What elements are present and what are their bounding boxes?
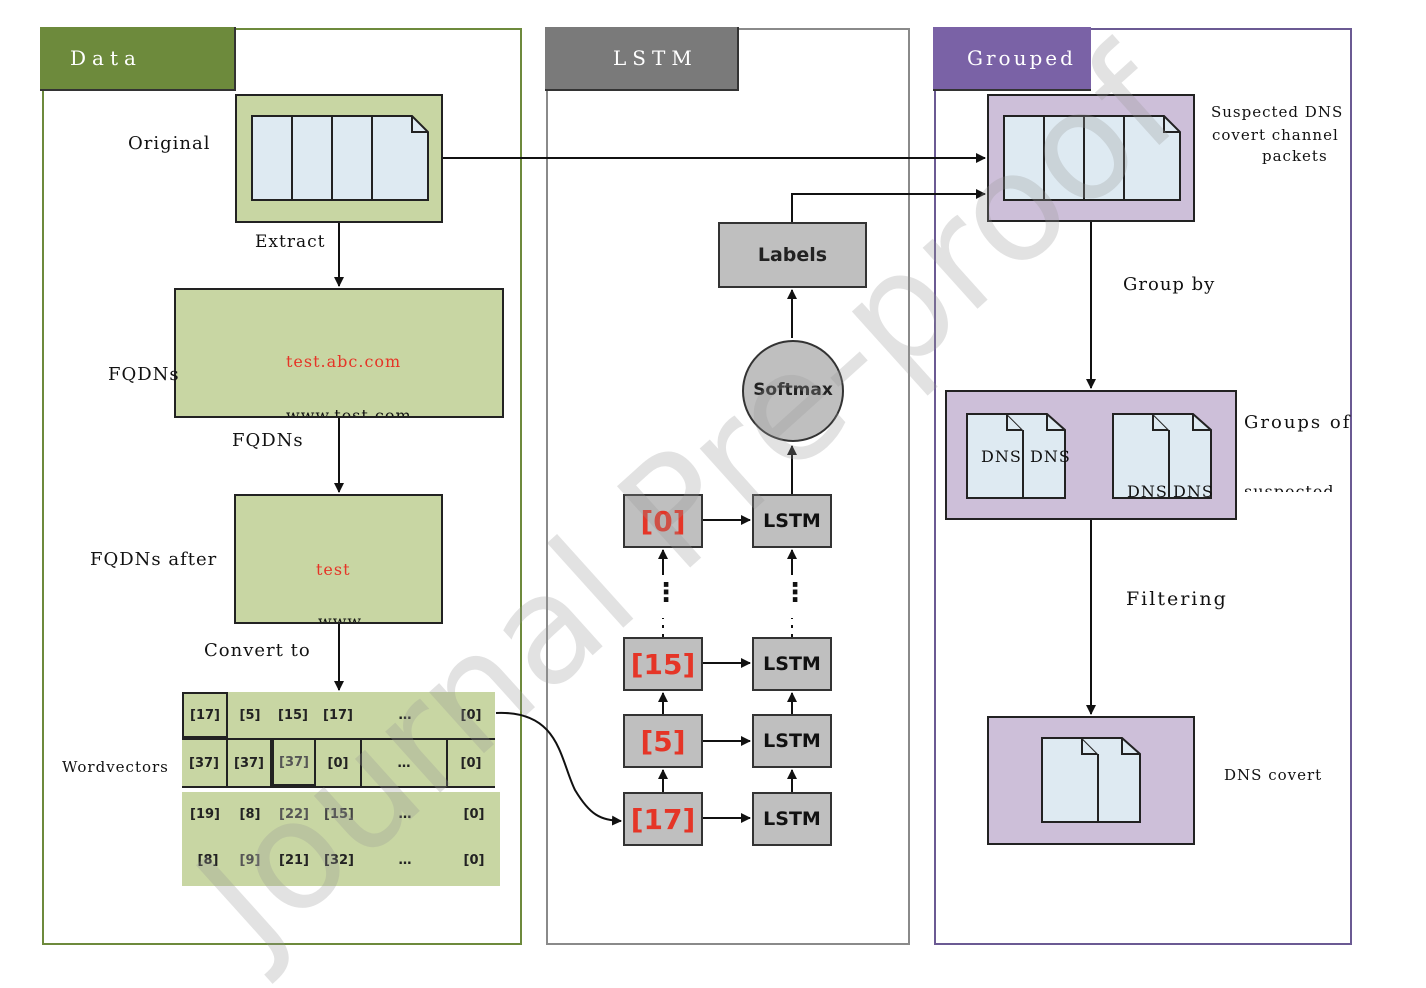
vector-cell: [15] (278, 707, 308, 723)
vector-cell: [0] (316, 740, 362, 786)
fqdns-box: test.abc.com www.test.com (174, 288, 504, 418)
fqdns-below-label: FQDNs (232, 430, 304, 451)
vector-cell: [22] (279, 806, 309, 822)
vector-cell: [9] (239, 852, 261, 868)
arrow-labels-to-suspected (791, 189, 986, 222)
labels-box: Labels (718, 222, 867, 288)
data-panel-header: Data (40, 27, 236, 91)
fqdns-box-line2: www.test.com (286, 406, 412, 418)
original-documents-icon (251, 115, 429, 201)
dns-label-d: DNS (1173, 482, 1214, 501)
vector-cell: … (362, 740, 448, 786)
vector-cell: … (398, 852, 412, 868)
vector-cell: [0] (463, 806, 485, 822)
input-token-5: [5] (623, 714, 703, 768)
lstm-panel-header: LSTM (545, 27, 739, 91)
after-box-line2: www (318, 612, 363, 624)
extract-label: Extract (255, 232, 326, 252)
lstm-cell: LSTM (752, 494, 832, 548)
fqdns-label: FQDNs (108, 364, 180, 385)
vector-cell: [37] (182, 740, 228, 786)
suspected-cut-label: suspected (1244, 482, 1335, 492)
vector-cell: [17] (323, 707, 353, 723)
vector-cell: [37] (272, 740, 316, 786)
input-token-15: [15] (623, 637, 703, 691)
vector-cell: [17] (182, 692, 228, 738)
wordvectors-label: Wordvectors (62, 758, 169, 776)
vector-cell: [0] (460, 755, 482, 771)
fqdns-box-line1: test.abc.com (286, 352, 402, 371)
curve-vectors-to-lstm (495, 711, 622, 826)
dns-label-b: DNS (1030, 447, 1071, 466)
grouped-panel (934, 28, 1352, 945)
suspected-line2: covert channel (1212, 126, 1339, 144)
dns-group-a-icon (966, 413, 1066, 499)
suspected-line3: packets (1262, 147, 1328, 165)
dns-group-b-icon (1112, 413, 1212, 499)
group-by-label: Group by (1123, 274, 1216, 295)
vector-cell: [15] (324, 806, 354, 822)
fqdns-after-box: test www (234, 494, 443, 624)
vector-cell: … (398, 707, 412, 723)
lstm-cell: LSTM (752, 792, 832, 846)
suspected-documents-icon (1003, 115, 1181, 201)
convert-label: Convert to (204, 640, 311, 661)
dns-covert-documents-icon (1041, 737, 1141, 823)
vector-cell: [32] (324, 852, 354, 868)
input-token-0: [0] (623, 494, 703, 548)
groups-label-wrap: Groups of suspected (1244, 410, 1352, 492)
filtering-label: Filtering (1126, 588, 1228, 610)
lstm-cell: LSTM (752, 714, 832, 768)
vector-cell: [37] (228, 740, 272, 786)
data-panel (42, 28, 522, 945)
suspected-line1: Suspected DNS (1211, 103, 1344, 121)
fqdns-after-label: FQDNs after (90, 549, 218, 570)
vector-cell: [5] (239, 707, 261, 723)
vector-cell: … (398, 806, 412, 822)
after-box-line1: test (316, 560, 351, 579)
lstm-cell: LSTM (752, 637, 832, 691)
grouped-panel-header: Grouped (933, 27, 1091, 91)
original-label: Original (128, 133, 211, 154)
groups-of-label: Groups of (1244, 412, 1352, 433)
vector-cell: [0] (460, 707, 482, 723)
dns-label-c: DNS (1127, 482, 1168, 501)
vector-cell: [21] (279, 852, 309, 868)
dns-covert-label: DNS covert (1224, 766, 1323, 784)
vector-cell: [0] (463, 852, 485, 868)
vector-cell: [8] (197, 852, 219, 868)
softmax-node (742, 340, 844, 442)
wordvectors-table: [17] [5] [15] [17] … [0] [37] [37] [37] … (182, 692, 500, 886)
dns-label-a: DNS (981, 447, 1022, 466)
vector-cell: [8] (239, 806, 261, 822)
input-token-17: [17] (623, 792, 703, 846)
groups-box: DNS DNS DNS DNS (945, 390, 1237, 520)
vector-cell: [19] (190, 806, 220, 822)
softmax-label: Softmax (753, 380, 833, 400)
